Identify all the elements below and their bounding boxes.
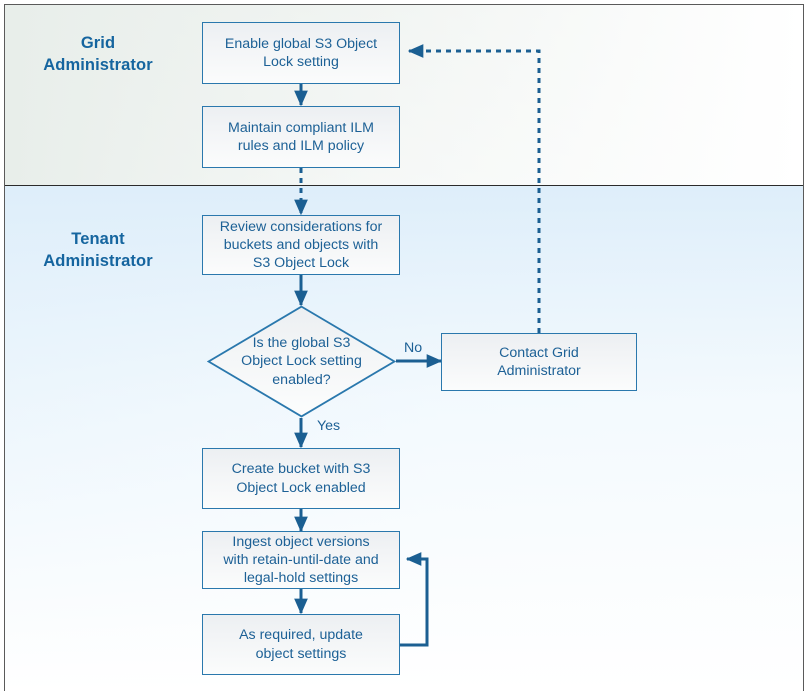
- swimlane-title-grid-administrator: Grid Administrator: [43, 34, 153, 74]
- node-create-bucket[interactable]: Create bucket with S3 Object Lock enable…: [202, 448, 400, 509]
- node-ingest-object-versions[interactable]: Ingest object versions with retain-until…: [202, 531, 400, 589]
- node-review-considerations[interactable]: Review considerations for buckets and ob…: [202, 215, 400, 275]
- swimlane-grid-administrator: [5, 5, 803, 186]
- node-maintain-ilm[interactable]: Maintain compliant ILM rules and ILM pol…: [202, 106, 400, 168]
- node-is-global-setting-enabled[interactable]: Is the global S3 Object Lock setting ena…: [207, 305, 396, 418]
- edge-label-yes: Yes: [317, 418, 341, 434]
- node-enable-global-setting[interactable]: Enable global S3 Object Lock setting: [202, 22, 400, 84]
- node-update-object-settings[interactable]: As required, update object settings: [202, 614, 400, 675]
- node-contact-grid-administrator[interactable]: Contact Grid Administrator: [441, 333, 637, 391]
- edge-label-no: No: [404, 340, 423, 356]
- swimlane-title-tenant-administrator: Tenant Administrator: [43, 230, 153, 270]
